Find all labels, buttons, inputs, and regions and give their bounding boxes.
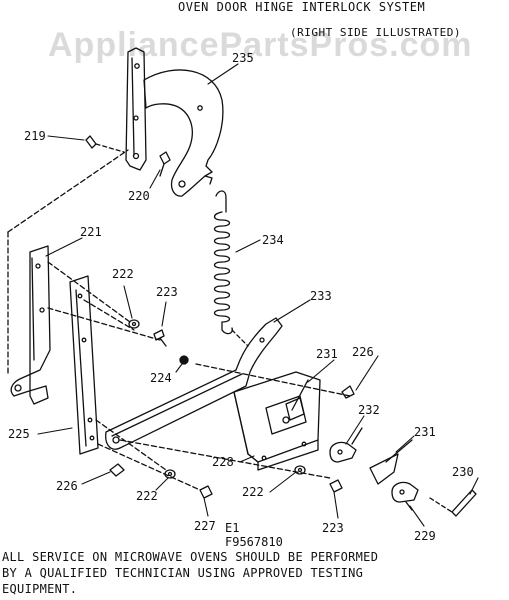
callout-220: 220 [128,189,150,203]
diagram-title: OVEN DOOR HINGE INTERLOCK SYSTEM [178,0,426,14]
callout-labels: 235 219 220 221 234 222 223 233 224 231 … [8,51,474,543]
callout-228: 228 [212,455,234,469]
switch-231-right [369,439,413,485]
diagram-code-line1: E1 [225,521,240,535]
callout-222-lower: 222 [136,489,158,503]
diagram-subtitle: (RIGHT SIDE ILLUSTRATED) [290,26,461,39]
callout-225: 225 [8,427,30,441]
callout-232: 232 [358,403,380,417]
callout-222-right: 222 [242,485,264,499]
callout-235: 235 [232,51,254,65]
callout-221: 221 [80,225,102,239]
callout-229: 229 [414,529,436,543]
switch-bracket-228 [233,371,321,471]
callout-226-lower: 226 [56,479,78,493]
notice-line-3: EQUIPMENT. [2,582,78,596]
lever-233 [105,317,283,450]
screw-219 [85,135,125,153]
callout-226-upper: 226 [352,345,374,359]
switch-231-upper [285,379,309,421]
fasteners [109,319,355,499]
actuator-232 [329,427,363,463]
hinge-cam [143,69,224,197]
callout-223-lower: 223 [322,521,344,535]
callout-219: 219 [24,129,46,143]
hinge-arm [125,47,147,171]
callout-222-upper: 222 [112,267,134,281]
actuator-229 [391,481,419,511]
watermark: AppliancePartsPros.com [48,26,473,64]
callout-223-upper: 223 [156,285,178,299]
notice-line-2: BY A QUALIFIED TECHNICIAN USING APPROVED… [2,566,364,580]
spring-234 [213,190,249,347]
callout-233: 233 [310,289,332,303]
leader-lines [37,63,479,527]
callout-234: 234 [262,233,284,247]
service-notice: ALL SERVICE ON MICROWAVE OVENS SHOULD BE… [2,549,507,597]
callout-231-right: 231 [414,425,436,439]
callout-231-upper: 231 [316,347,338,361]
callout-224: 224 [150,371,172,385]
plate-225 [69,275,99,455]
screw-220 [159,151,171,177]
callout-230: 230 [452,465,474,479]
diagram-code-line2: F9567810 [225,535,283,549]
callout-227: 227 [194,519,216,533]
notice-line-1: ALL SERVICE ON MICROWAVE OVENS SHOULD BE… [2,550,379,564]
bracket-221 [7,149,129,405]
screw-230 [429,489,477,517]
alignment-lines [47,261,351,491]
